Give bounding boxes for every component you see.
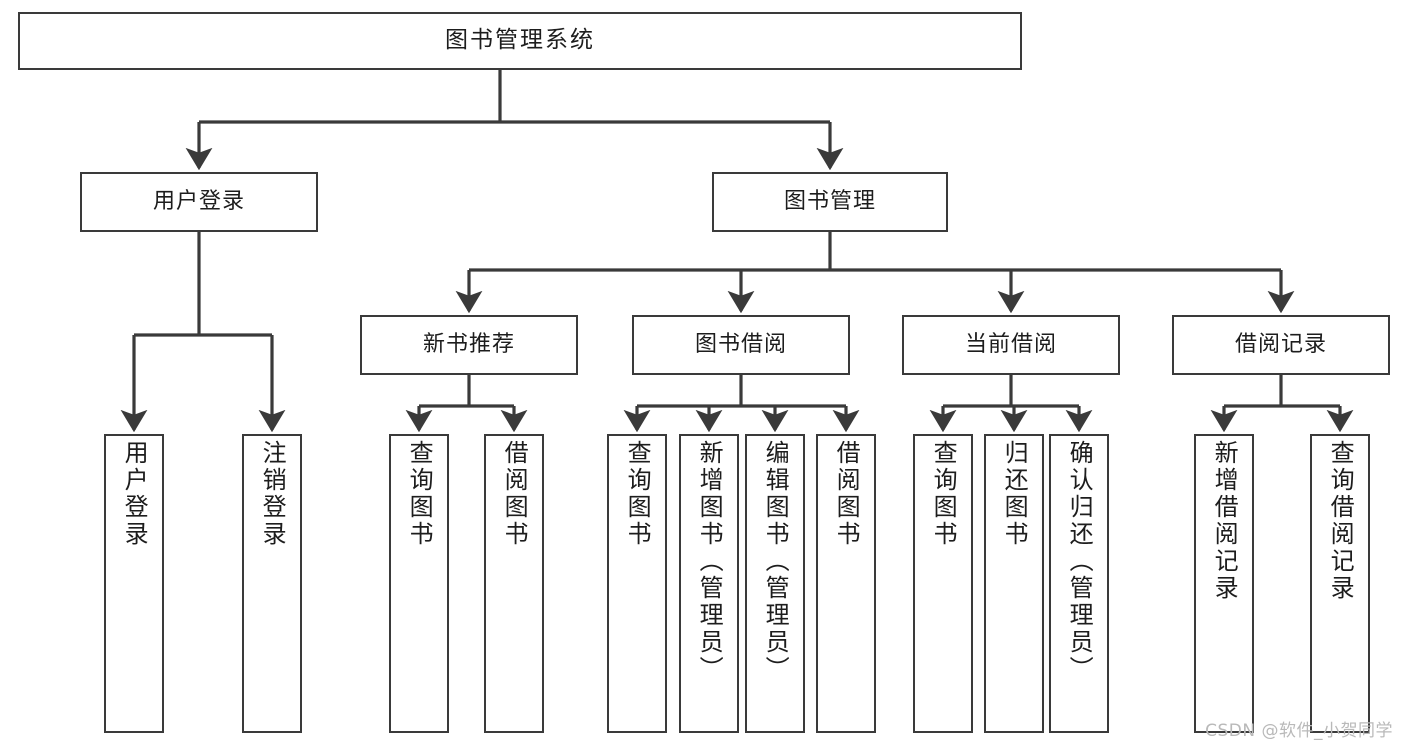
node-book-manage-label: 图书管理 bbox=[783, 188, 876, 214]
node-borrow-record-label: 借阅记录 bbox=[1234, 331, 1327, 357]
node-leaf-borrow-book-1-label: 借阅图书 bbox=[500, 440, 529, 548]
node-root[interactable]: 图书管理系统 bbox=[18, 12, 1022, 70]
node-user-login-label: 用户登录 bbox=[152, 188, 245, 214]
node-leaf-edit-book[interactable]: 编辑图书（管理员） bbox=[745, 434, 805, 733]
node-leaf-user-login-label: 用户登录 bbox=[120, 440, 149, 548]
node-leaf-confirm-return-label: 确认归还（管理员） bbox=[1065, 440, 1094, 683]
node-leaf-add-book-label: 新增图书（管理员） bbox=[695, 440, 724, 683]
node-root-label: 图书管理系统 bbox=[445, 27, 595, 54]
node-borrow-record[interactable]: 借阅记录 bbox=[1172, 315, 1390, 375]
node-leaf-query-book-2-label: 查询图书 bbox=[623, 440, 652, 548]
node-leaf-query-book-3-label: 查询图书 bbox=[929, 440, 958, 548]
watermark: CSDN @软件_小贺同学 bbox=[1205, 721, 1393, 741]
node-leaf-user-login[interactable]: 用户登录 bbox=[104, 434, 164, 733]
node-current-borrow-label: 当前借阅 bbox=[964, 331, 1057, 357]
node-leaf-add-record[interactable]: 新增借阅记录 bbox=[1194, 434, 1254, 733]
node-leaf-user-logout-label: 注销登录 bbox=[258, 440, 287, 548]
node-leaf-user-logout[interactable]: 注销登录 bbox=[242, 434, 302, 733]
node-leaf-add-record-label: 新增借阅记录 bbox=[1210, 440, 1239, 602]
node-leaf-confirm-return[interactable]: 确认归还（管理员） bbox=[1049, 434, 1109, 733]
node-leaf-edit-book-label: 编辑图书（管理员） bbox=[761, 440, 790, 683]
node-leaf-query-book-1[interactable]: 查询图书 bbox=[389, 434, 449, 733]
node-leaf-borrow-book-2[interactable]: 借阅图书 bbox=[816, 434, 876, 733]
node-leaf-return-book[interactable]: 归还图书 bbox=[984, 434, 1044, 733]
node-new-book-rec[interactable]: 新书推荐 bbox=[360, 315, 578, 375]
node-leaf-query-book-1-label: 查询图书 bbox=[405, 440, 434, 548]
node-user-login[interactable]: 用户登录 bbox=[80, 172, 318, 232]
node-new-book-rec-label: 新书推荐 bbox=[422, 331, 515, 357]
node-leaf-borrow-book-2-label: 借阅图书 bbox=[832, 440, 861, 548]
node-leaf-add-book[interactable]: 新增图书（管理员） bbox=[679, 434, 739, 733]
node-leaf-query-record-label: 查询借阅记录 bbox=[1326, 440, 1355, 602]
node-leaf-query-record[interactable]: 查询借阅记录 bbox=[1310, 434, 1370, 733]
node-leaf-query-book-3[interactable]: 查询图书 bbox=[913, 434, 973, 733]
node-leaf-borrow-book-1[interactable]: 借阅图书 bbox=[484, 434, 544, 733]
node-book-borrow[interactable]: 图书借阅 bbox=[632, 315, 850, 375]
node-leaf-query-book-2[interactable]: 查询图书 bbox=[607, 434, 667, 733]
node-leaf-return-book-label: 归还图书 bbox=[1000, 440, 1029, 548]
node-book-manage[interactable]: 图书管理 bbox=[712, 172, 948, 232]
node-book-borrow-label: 图书借阅 bbox=[694, 331, 787, 357]
node-current-borrow[interactable]: 当前借阅 bbox=[902, 315, 1120, 375]
